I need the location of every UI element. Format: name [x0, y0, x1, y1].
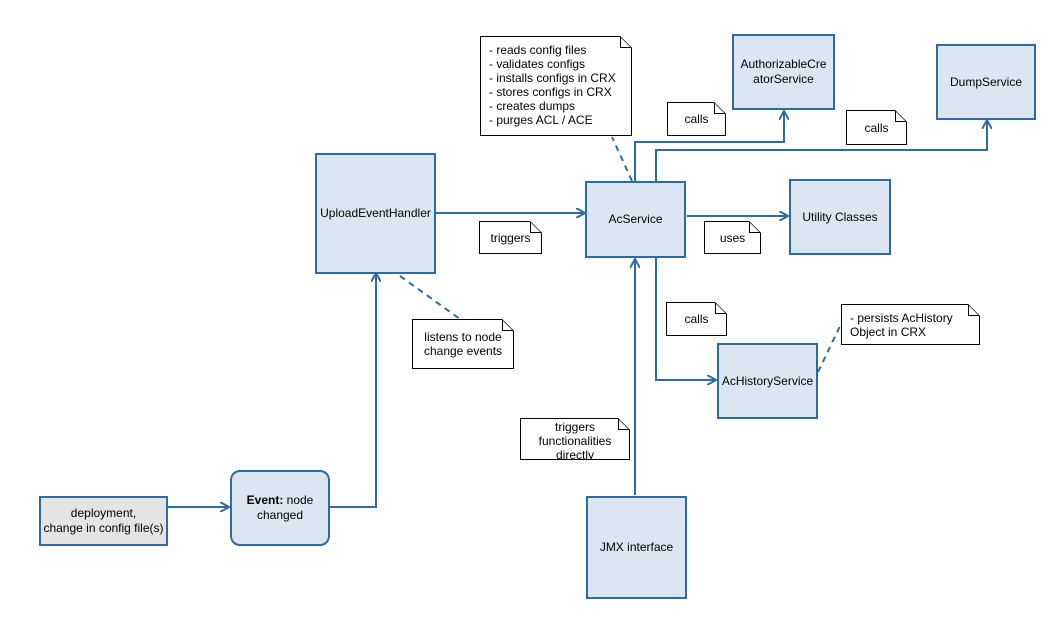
duty-line: - purges ACL / ACE	[489, 113, 593, 127]
triggers-note: triggers	[479, 221, 542, 254]
note-fold-corner	[502, 319, 514, 331]
uses-note: uses	[704, 221, 761, 254]
persists-note: - persists AcHistory Object in CRX	[841, 304, 980, 345]
jmx-triggers-line-3: directly	[555, 448, 594, 462]
calls-authorizable-note: calls	[667, 102, 726, 136]
calls-dump-note: calls	[846, 110, 907, 145]
dashed-link-listens-note	[399, 275, 461, 320]
edge-event-to-upload-handler	[330, 274, 376, 508]
event-line-1: Event: node	[247, 493, 314, 508]
uses-label: uses	[719, 230, 746, 245]
calls-dump-label: calls	[864, 120, 889, 135]
edge-acservice-to-dumpservice	[655, 121, 987, 181]
event-node-changed-box: Event: node changed	[230, 470, 330, 546]
jmx-interface-box: JMX interface	[586, 496, 687, 599]
persists-line-2: Object in CRX	[850, 325, 927, 339]
event-rest-label: node	[283, 493, 314, 507]
calls-authorizable-label: calls	[684, 112, 709, 126]
jmx-interface-label: JMX interface	[599, 540, 674, 554]
utility-classes-box: Utility Classes	[789, 179, 891, 255]
dump-service-box: DumpService	[936, 44, 1036, 120]
acservice-duties-note: - reads config files - validates configs…	[480, 36, 632, 136]
upload-event-handler-box: UploadEventHandler	[315, 153, 436, 274]
listens-note: listens to node change events	[412, 319, 514, 369]
triggers-label: triggers	[490, 230, 531, 245]
deployment-line-1: deployment,	[70, 506, 137, 520]
achistory-service-label: AcHistoryService	[721, 373, 814, 388]
persists-line-1: - persists AcHistory	[850, 311, 953, 325]
jmx-triggers-line-2: functionalities	[538, 434, 612, 448]
acservice-label: AcService	[608, 212, 663, 226]
duty-line: - stores configs in CRX	[489, 85, 612, 99]
duty-line: - installs configs in CRX	[489, 71, 616, 85]
duty-line: - creates dumps	[489, 99, 576, 113]
event-line-2: changed	[256, 508, 304, 522]
duty-line: - validates configs	[489, 57, 586, 71]
dashed-link-persists-note	[817, 321, 843, 373]
utility-classes-label: Utility Classes	[802, 209, 878, 224]
edge-acservice-to-authorizable	[634, 112, 784, 181]
event-bold-label: Event:	[246, 493, 284, 507]
listens-line-1: listens to node	[424, 330, 502, 344]
calls-history-note: calls	[666, 302, 727, 336]
authorizable-creator-line-2: atorService	[753, 72, 814, 86]
jmx-triggers-line-1: triggers	[554, 420, 595, 434]
achistory-service-box: AcHistoryService	[717, 343, 818, 419]
dump-service-label: DumpService	[949, 74, 1023, 89]
authorizable-creator-line-1: AuthorizableCre	[740, 57, 827, 71]
authorizable-creator-service-box: AuthorizableCre atorService	[732, 34, 835, 110]
acservice-box: AcService	[585, 181, 686, 258]
jmx-triggers-note: triggers functionalities directly	[520, 418, 630, 460]
deployment-line-2: change in config file(s)	[43, 521, 164, 535]
dashed-link-duties-note	[611, 136, 633, 182]
upload-event-handler-label: UploadEventHandler	[320, 206, 431, 220]
deployment-box: deployment, change in config file(s)	[39, 496, 168, 546]
duty-line: - reads config files	[489, 43, 587, 57]
calls-history-label: calls	[684, 312, 709, 326]
listens-line-2: change events	[423, 344, 503, 358]
edge-acservice-to-achistory	[655, 258, 715, 380]
